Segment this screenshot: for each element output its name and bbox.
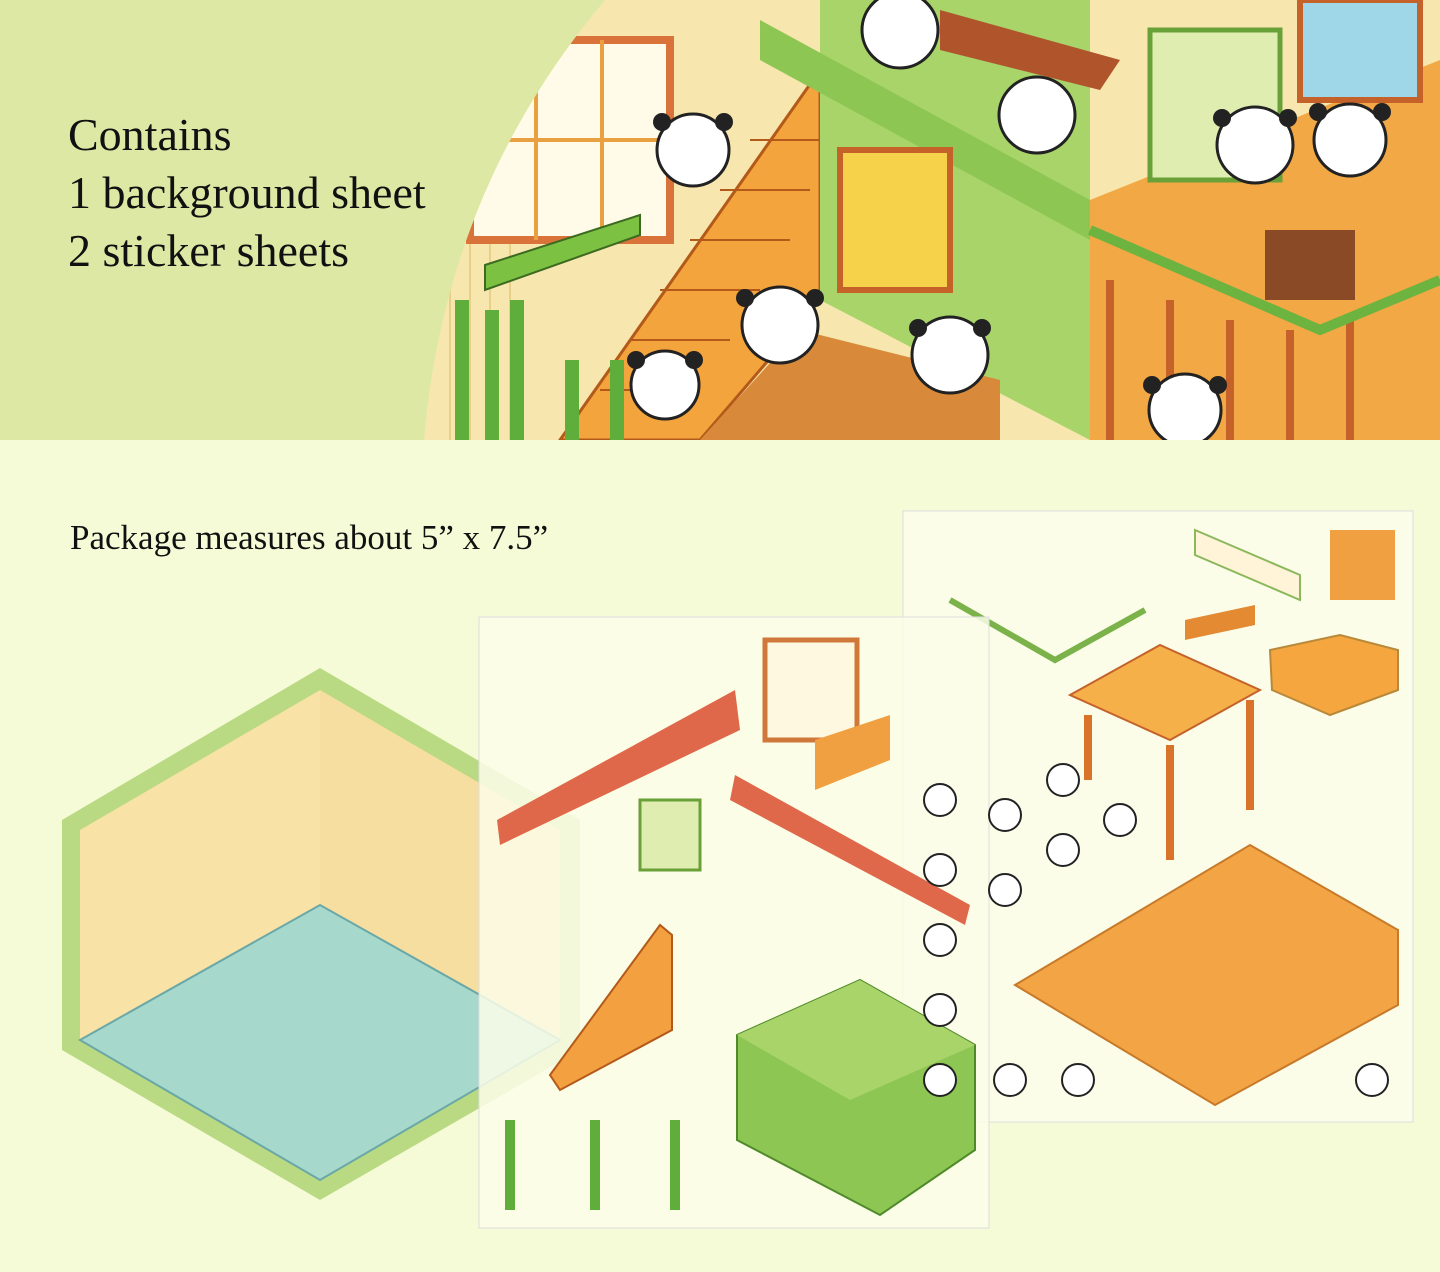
panda-teahouse-illustration: [424, 0, 1440, 440]
sticker-sheet-1: [478, 616, 990, 1229]
package-size-note: Package measures about 5” x 7.5”: [70, 518, 549, 557]
product-sheets-illustration: [62, 510, 1414, 1229]
contains-label: Contains: [68, 109, 232, 160]
background-sheet-count: 1 background sheet: [68, 167, 426, 218]
contents-heading: Contains 1 background sheet 2 sticker sh…: [68, 106, 426, 280]
panda-figures: [627, 0, 1391, 440]
panda-stickers: [923, 763, 1389, 1097]
sticker-sheet-count: 2 sticker sheets: [68, 225, 350, 276]
